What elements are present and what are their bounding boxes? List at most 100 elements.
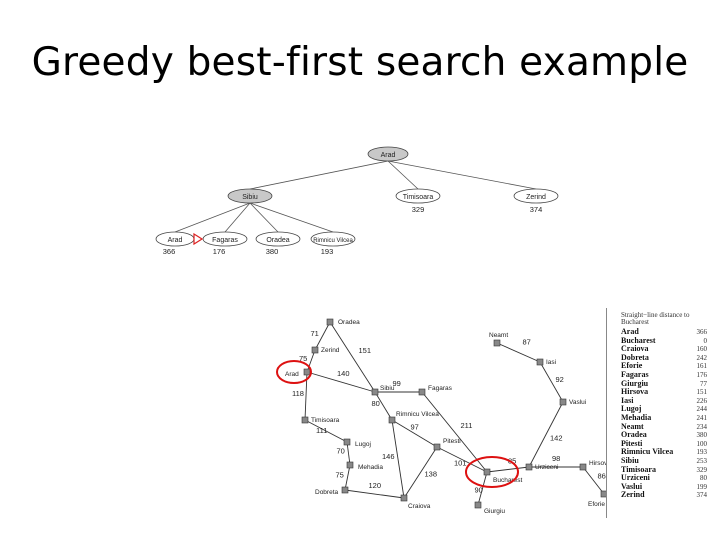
heuristic-city: Mehadia	[621, 412, 652, 422]
road-distance-label: 142	[550, 434, 563, 443]
heuristic-value: 244	[696, 405, 708, 414]
heuristic-city: Rimnicu Vilcea	[621, 447, 674, 457]
city-marker-neamt	[493, 339, 501, 347]
city-marker-craiova	[400, 494, 408, 502]
road-distance-label: 140	[337, 369, 350, 378]
city-marker-hirsova	[579, 463, 587, 471]
road-distance-label: 146	[382, 452, 395, 461]
heuristic-row-oradea: Oradea 380	[607, 431, 709, 440]
heuristic-value: 193	[696, 448, 708, 457]
heuristic-table-header: Straight−line distance to Bucharest	[621, 311, 690, 326]
road-distance-label: 70	[337, 447, 345, 456]
heuristic-city: Iasi	[621, 395, 634, 405]
tree-edge	[224, 202, 251, 233]
slide-title: Greedy best-first search example	[31, 40, 689, 85]
city-label-giurgiu: Giurgiu	[484, 508, 505, 515]
tree-node-label: Arad	[168, 237, 183, 244]
road-distance-label: 75	[336, 471, 344, 480]
tree-node-label: Fagaras	[212, 237, 238, 244]
road-distance-label: 71	[311, 329, 319, 338]
heuristic-value: 234	[696, 422, 708, 431]
tree-node-zerind	[513, 188, 559, 204]
tree-node-label: Zerind	[526, 194, 546, 201]
heuristic-value: 0	[703, 336, 708, 345]
city-label-urziceni: Urziceni	[535, 464, 558, 471]
city-label-fagaras: Fagaras	[428, 385, 453, 392]
road-distance-label: 151	[359, 346, 372, 355]
city-label-iasi: Iasi	[546, 359, 556, 366]
heuristic-city: Dobreta	[621, 352, 649, 362]
heuristic-row-fagaras: Fagaras 176	[607, 369, 709, 380]
heuristic-value: 100	[696, 439, 708, 448]
city-marker-fagaras	[418, 388, 426, 396]
heuristic-city: Arad	[621, 327, 639, 336]
road-timisoara-lugoj	[304, 419, 348, 443]
city-marker-zerind	[311, 346, 319, 354]
city-marker-lugoj	[343, 438, 351, 446]
city-label-bucharest: Bucharest	[493, 477, 522, 484]
road-rimnicu-vilcea-pitesti	[391, 419, 438, 448]
heuristic-value: 160	[696, 345, 708, 354]
city-label-sibiu: Sibiu	[380, 385, 395, 392]
tree-node-label: Oradea	[266, 237, 289, 244]
heuristic-value: 151	[696, 388, 708, 397]
city-label-lugoj: Lugoj	[355, 441, 371, 448]
city-label-arad: Arad	[285, 371, 299, 378]
heuristic-value: 380	[696, 431, 708, 440]
heuristic-value: 241	[696, 413, 708, 422]
heuristic-value: 176	[696, 370, 708, 379]
highlight-circle-bucharest	[465, 456, 519, 488]
city-marker-rimnicu-vilcea	[388, 416, 396, 424]
city-label-oradea: Oradea	[338, 319, 360, 326]
road-arad-sibiu	[306, 371, 376, 393]
tree-node-heuristic: 366	[163, 247, 176, 256]
road-distance-label: 86	[598, 472, 606, 481]
heuristic-value: 366	[696, 328, 708, 336]
heuristic-city: Fagaras	[621, 369, 649, 379]
city-marker-dobreta	[341, 486, 349, 494]
heuristic-value: 253	[696, 456, 708, 465]
road-hirsova-eforie	[582, 466, 605, 495]
city-label-timisoara: Timisoara	[311, 417, 340, 424]
city-marker-urziceni	[525, 463, 533, 471]
road-bucharest-giurgiu	[477, 471, 488, 506]
heuristic-city: Vaslui	[621, 481, 643, 491]
heuristic-row-arad: Arad 366	[607, 327, 709, 337]
city-marker-mehadia	[346, 461, 354, 469]
heuristic-value: 77	[700, 379, 707, 388]
road-distance-label: 85	[508, 457, 516, 466]
road-pitesti-bucharest	[436, 446, 488, 473]
heuristic-row-hirsova: Hirsova 151	[607, 388, 709, 397]
road-zerind-arad	[306, 349, 316, 373]
road-urziceni-vaslui	[528, 401, 564, 468]
road-craiova-pitesti	[403, 446, 438, 499]
heuristic-city: Hirsova	[621, 387, 649, 397]
tree-node-heuristic: 176	[213, 247, 226, 256]
road-distance-label: 101	[454, 459, 467, 468]
tree-node-timisoara	[395, 188, 441, 204]
heuristic-city: Oradea	[621, 430, 647, 440]
city-label-neamt: Neamt	[489, 332, 508, 339]
road-distance-label: 118	[292, 389, 304, 398]
road-distance-label: 99	[393, 379, 401, 388]
heuristic-value: 199	[696, 482, 708, 491]
road-vaslui-iasi	[539, 361, 564, 403]
tree-node-heuristic: 193	[321, 247, 334, 256]
heuristic-value: 226	[696, 396, 708, 405]
heuristic-value: 80	[700, 474, 707, 483]
road-mehadia-dobreta	[344, 464, 351, 491]
road-distance-label: 211	[461, 421, 473, 430]
tree-node-root	[367, 146, 409, 162]
tree-node-label: Arad	[381, 152, 396, 159]
heuristic-value: 329	[696, 465, 708, 474]
city-label-dobreta: Dobreta	[315, 489, 339, 496]
road-distance-label: 80	[372, 399, 380, 408]
tree-edge	[249, 202, 334, 233]
tree-node-heuristic: 329	[412, 205, 425, 214]
